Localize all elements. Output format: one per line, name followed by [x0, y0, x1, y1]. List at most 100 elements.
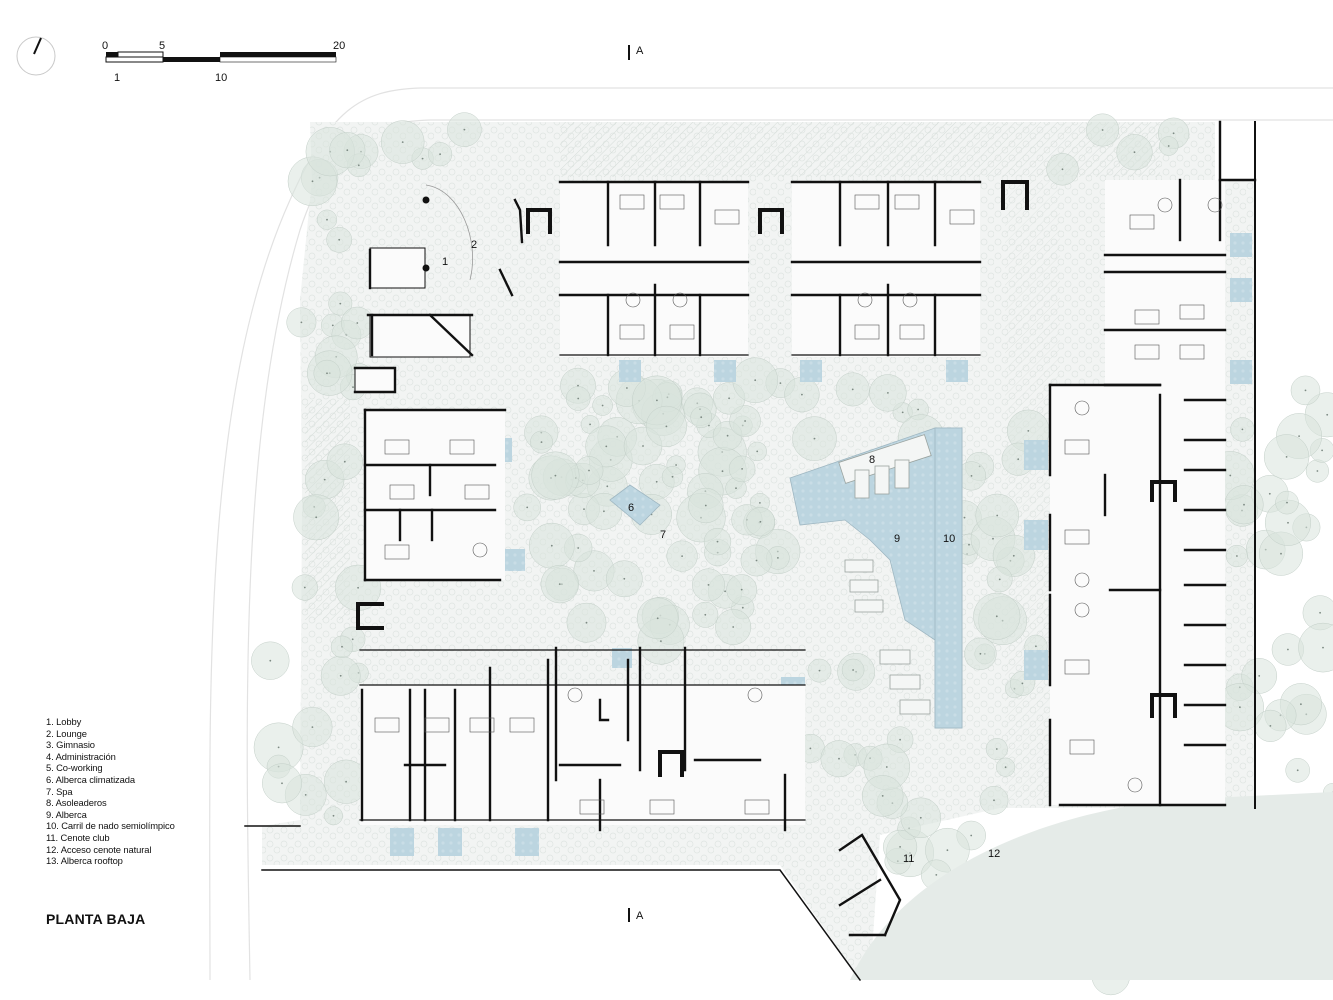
tree-trunk	[603, 510, 605, 513]
plan-title: PLANTA BAJA	[46, 911, 146, 927]
sofa	[424, 717, 450, 733]
tree-trunk	[1319, 611, 1321, 614]
table	[1074, 572, 1090, 588]
tree-trunk	[1285, 456, 1288, 458]
sofa	[1129, 214, 1155, 230]
sofa	[894, 194, 920, 210]
tree-trunk	[970, 475, 973, 477]
tree-trunk	[1304, 389, 1307, 392]
cenote-area	[850, 792, 1333, 980]
tree-trunk	[577, 397, 580, 400]
sofa	[1134, 309, 1160, 325]
sofa	[1069, 739, 1095, 755]
tree-trunk	[623, 577, 626, 580]
sofa	[714, 209, 740, 225]
tree-trunk	[642, 445, 644, 447]
tree-trunk	[759, 520, 762, 523]
tree-trunk	[439, 153, 441, 156]
tree-trunk	[323, 478, 326, 481]
scale-tick-10: 10	[215, 72, 227, 84]
sofa	[744, 799, 770, 815]
legend-item: 3. Gimnasio	[46, 739, 95, 751]
tree-trunk	[585, 621, 588, 624]
legend-item: 7. Spa	[46, 785, 73, 797]
table	[857, 292, 873, 308]
scale-tick-20: 20	[333, 40, 345, 52]
sofa	[619, 324, 645, 340]
sofa	[899, 324, 925, 340]
room-number-12: 12	[988, 848, 1000, 860]
tree-trunk	[550, 544, 553, 547]
table	[672, 292, 688, 308]
table	[625, 292, 641, 308]
tree-trunk	[887, 392, 889, 394]
tree-trunk	[995, 748, 998, 750]
room-number-7: 7	[660, 529, 666, 541]
tree-trunk	[707, 584, 710, 586]
pool-heated	[609, 484, 661, 526]
tree-trunk	[963, 516, 966, 519]
tree-trunk	[917, 408, 919, 411]
tree-trunk	[304, 794, 307, 796]
room-number-10: 10	[943, 533, 955, 545]
tree-trunk	[583, 508, 585, 510]
sofa	[469, 717, 495, 733]
tree-trunk	[755, 559, 758, 562]
tree-trunk	[899, 738, 901, 741]
sun-decks	[838, 434, 932, 715]
tree-trunk	[968, 543, 970, 546]
legend-item: 4. Administración	[46, 750, 116, 762]
section-label-top: A	[636, 45, 644, 57]
tree-trunk	[1035, 645, 1037, 648]
tree-trunk	[1239, 706, 1241, 709]
tree-trunk	[311, 726, 314, 728]
tree-trunk	[331, 324, 334, 327]
tree-trunk	[339, 674, 342, 677]
tree-trunk	[1236, 555, 1238, 557]
tree-trunk	[881, 795, 884, 797]
table	[747, 687, 763, 703]
tree-trunk	[357, 586, 359, 589]
tree-trunk	[352, 386, 354, 388]
north-arrow-icon	[16, 36, 56, 76]
sofa	[1064, 439, 1090, 455]
tree-trunk	[732, 626, 735, 628]
tree-trunk	[756, 450, 759, 453]
tree-trunk	[339, 302, 342, 305]
sofa	[1134, 344, 1160, 360]
tree-trunk	[813, 437, 816, 440]
tree-trunk	[554, 474, 557, 477]
tree-trunk	[777, 557, 779, 559]
sofa	[384, 439, 410, 455]
room-number-11: 11	[903, 853, 914, 865]
tree-trunk	[1258, 675, 1261, 677]
legend-item: 2. Lounge	[46, 727, 87, 739]
tree-trunk	[601, 404, 604, 407]
pool-lap-lane	[934, 427, 963, 729]
tree-trunk	[356, 322, 359, 324]
tree-trunk	[735, 487, 737, 490]
legend-item: 8. Asoleaderos	[46, 797, 107, 809]
legend-item: 1. Lobby	[46, 716, 82, 727]
tree-trunk	[346, 149, 349, 152]
tree-trunk	[1280, 552, 1282, 555]
sofa	[579, 799, 605, 815]
room-number-6: 6	[628, 502, 634, 514]
table	[902, 292, 918, 308]
legend-item: 5. Co-working	[46, 762, 103, 774]
scale-bar: 0 5 20 1 10	[102, 40, 345, 84]
tree-trunk	[1167, 145, 1170, 147]
sofa	[619, 194, 645, 210]
sofa	[854, 194, 880, 210]
tree-trunk	[1316, 470, 1319, 472]
tree-trunk	[315, 516, 318, 519]
table	[1157, 197, 1173, 213]
legend-item: 13. Alberca rooftop	[46, 855, 123, 867]
sofa	[949, 209, 975, 225]
tree-trunk	[269, 659, 272, 662]
tree-trunk	[1326, 413, 1329, 416]
sofa	[389, 484, 415, 500]
tree-trunk	[341, 645, 343, 648]
tree-trunk	[809, 747, 812, 750]
tree-trunk	[526, 506, 529, 509]
